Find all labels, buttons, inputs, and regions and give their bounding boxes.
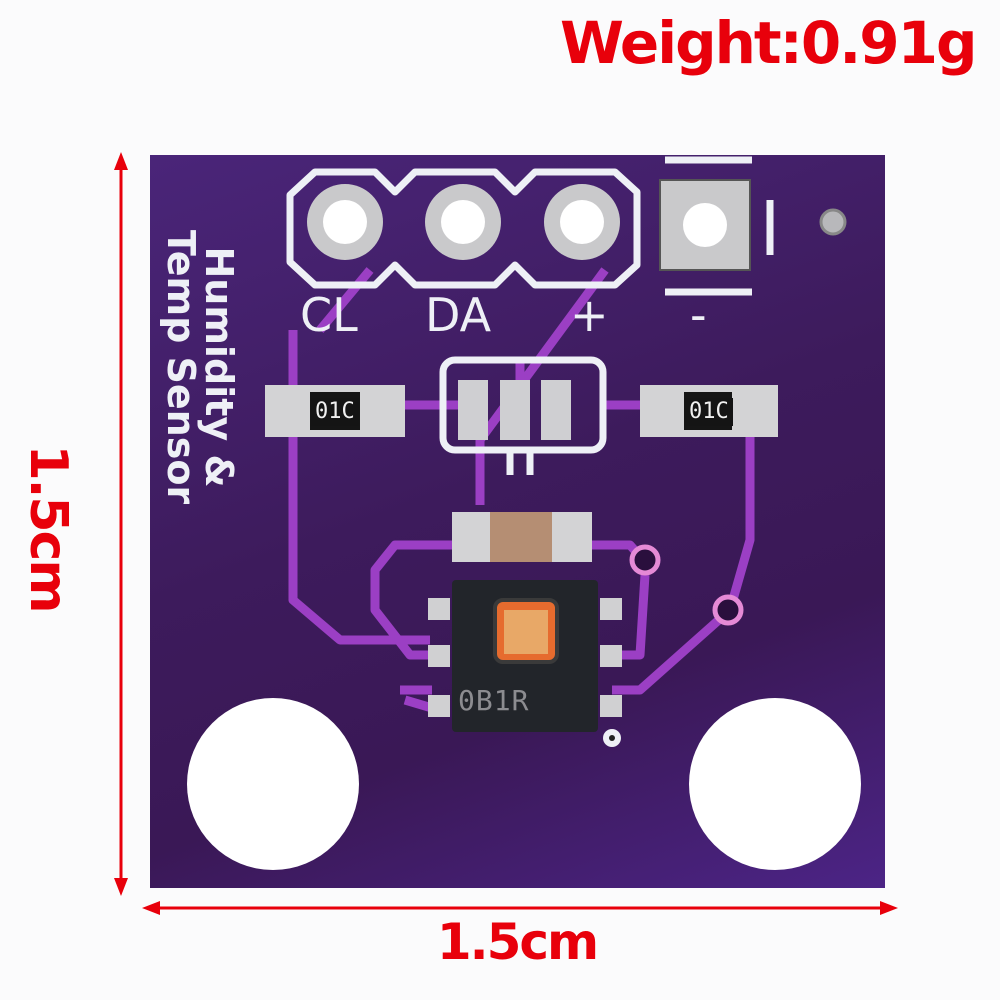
width-dimension-label: 1.5cm (436, 913, 599, 971)
resistor-right-marking: 01C (685, 398, 733, 426)
weight-label: Weight:0.91g (560, 9, 977, 77)
sensor-chip (428, 580, 622, 747)
pin-label-minus: - (690, 288, 707, 342)
board-title-silkscreen: Humidity & Temp Sensor (159, 229, 241, 505)
capacitor (452, 512, 592, 562)
pin-label-cl: CL (300, 288, 358, 342)
sensor-chip-marking: 0B1R (458, 684, 530, 717)
resistor-left-marking: 01C (311, 398, 359, 426)
pin-label-plus: + (570, 288, 609, 342)
board-title-line2: Temp Sensor (159, 229, 203, 505)
board-title-line1: Humidity & (197, 246, 241, 488)
pin-header-pads (307, 179, 751, 271)
pin-label-da: DA (425, 288, 492, 342)
